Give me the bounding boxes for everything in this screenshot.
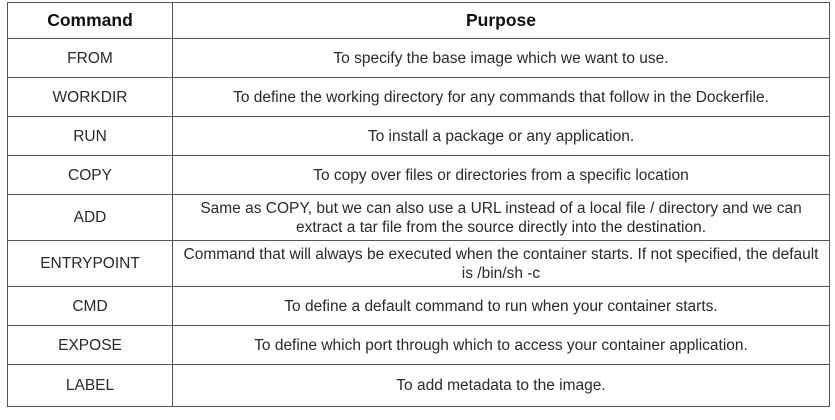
- table-row: ADD Same as COPY, but we can also use a …: [7, 194, 830, 241]
- purpose-cell: To add metadata to the image.: [172, 364, 830, 407]
- table-row: ENTRYPOINT Command that will always be e…: [7, 240, 830, 287]
- purpose-cell: To specify the base image which we want …: [172, 38, 830, 78]
- docker-commands-table: Command Purpose FROM To specify the base…: [7, 2, 830, 407]
- command-cell: FROM: [7, 38, 173, 78]
- table-row: RUN To install a package or any applicat…: [7, 116, 830, 156]
- purpose-cell: To define the working directory for any …: [172, 77, 830, 117]
- command-cell: CMD: [7, 286, 173, 326]
- table-row: COPY To copy over files or directories f…: [7, 155, 830, 195]
- table-row: WORKDIR To define the working directory …: [7, 77, 830, 117]
- purpose-cell: Command that will always be executed whe…: [172, 240, 830, 287]
- table-row: CMD To define a default command to run w…: [7, 286, 830, 326]
- command-cell: LABEL: [7, 364, 173, 407]
- table-header-row: Command Purpose: [7, 2, 830, 39]
- header-purpose: Purpose: [172, 2, 830, 39]
- table-row: LABEL To add metadata to the image.: [7, 364, 830, 407]
- docker-commands-table-container: Command Purpose FROM To specify the base…: [7, 2, 830, 407]
- header-command: Command: [7, 2, 173, 39]
- command-cell: COPY: [7, 155, 173, 195]
- table-row: FROM To specify the base image which we …: [7, 38, 830, 78]
- purpose-cell: To install a package or any application.: [172, 116, 830, 156]
- purpose-cell: To define a default command to run when …: [172, 286, 830, 326]
- command-cell: EXPOSE: [7, 325, 173, 365]
- purpose-cell: To copy over files or directories from a…: [172, 155, 830, 195]
- command-cell: WORKDIR: [7, 77, 173, 117]
- purpose-cell: Same as COPY, but we can also use a URL …: [172, 194, 830, 241]
- command-cell: RUN: [7, 116, 173, 156]
- purpose-cell: To define which port through which to ac…: [172, 325, 830, 365]
- command-cell: ENTRYPOINT: [7, 240, 173, 287]
- table-row: EXPOSE To define which port through whic…: [7, 325, 830, 365]
- command-cell: ADD: [7, 194, 173, 241]
